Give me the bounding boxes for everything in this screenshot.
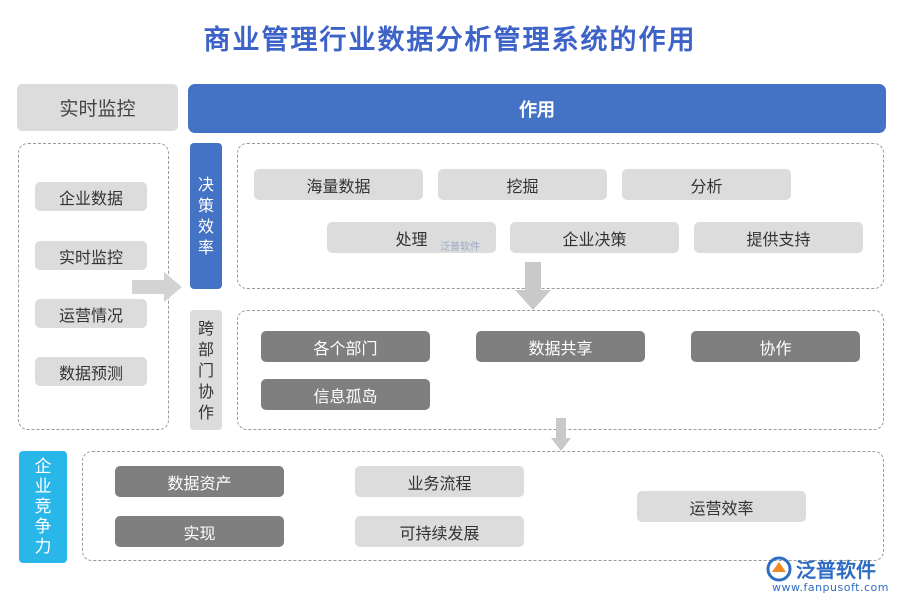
box-mining: 挖掘: [438, 169, 607, 200]
section-collaboration: [237, 310, 884, 430]
side-tab-char: 作: [197, 402, 214, 422]
box-departments: 各个部门: [261, 331, 430, 362]
side-tab-competitiveness: 企 业 竞 争 力: [19, 451, 67, 563]
watermark: 泛普软件: [440, 242, 480, 253]
box-analysis: 分析: [622, 169, 791, 200]
box-data-sharing: 数据共享: [476, 331, 645, 362]
brand-logo: 泛普软件 www.fanpusoft.com: [766, 554, 896, 596]
side-tab-decision-efficiency: 决 策 效 率: [190, 143, 222, 289]
box-sustainable-development: 可持续发展: [355, 516, 524, 547]
box-data-assets: 数据资产: [115, 466, 284, 497]
brand-logo-url: www.fanpusoft.com: [772, 581, 889, 594]
section-decision: [237, 143, 884, 289]
side-tab-char: 决: [197, 175, 214, 194]
brand-logo-name: 泛普软件: [796, 558, 876, 582]
side-tab-cross-department: 跨 部 门 协 作: [190, 310, 222, 430]
box-realize: 实现: [115, 516, 284, 547]
side-tab-char: 效: [197, 217, 214, 236]
box-enterprise-decision: 企业决策: [510, 222, 679, 253]
left-item-data-forecast: 数据预测: [35, 357, 147, 386]
side-tab-char: 力: [34, 537, 52, 557]
side-tab-char: 门: [197, 360, 214, 380]
side-tab-char: 协: [197, 381, 214, 401]
box-operation-efficiency: 运营效率: [637, 491, 806, 522]
side-tab-char: 跨: [197, 318, 214, 338]
left-item-enterprise-data: 企业数据: [35, 182, 147, 211]
section-competitiveness: [82, 451, 884, 561]
box-processing: 处理: [327, 222, 496, 253]
left-item-realtime-monitor: 实时监控: [35, 241, 147, 270]
side-tab-char: 业: [34, 477, 52, 497]
box-business-process: 业务流程: [355, 466, 524, 497]
header-main-box: 作用: [188, 84, 886, 133]
side-tab-char: 部: [197, 339, 214, 359]
box-provide-support: 提供支持: [694, 222, 863, 253]
side-tab-char: 争: [34, 517, 52, 537]
side-tab-char: 率: [197, 238, 214, 257]
side-tab-char: 策: [197, 196, 214, 215]
box-information-silo: 信息孤岛: [261, 379, 430, 410]
arrow-down-icon: [515, 262, 551, 310]
box-collaboration: 协作: [691, 331, 860, 362]
left-item-operations: 运营情况: [35, 299, 147, 328]
box-massive-data: 海量数据: [254, 169, 423, 200]
header-left-box: 实时监控: [17, 84, 178, 131]
page-title: 商业管理行业数据分析管理系统的作用: [203, 25, 697, 56]
arrow-right-icon: [132, 272, 182, 302]
arrow-down-icon: [551, 418, 571, 451]
brand-logo-icon: [766, 556, 792, 582]
side-tab-char: 企: [34, 457, 52, 477]
side-tab-char: 竞: [34, 497, 52, 517]
